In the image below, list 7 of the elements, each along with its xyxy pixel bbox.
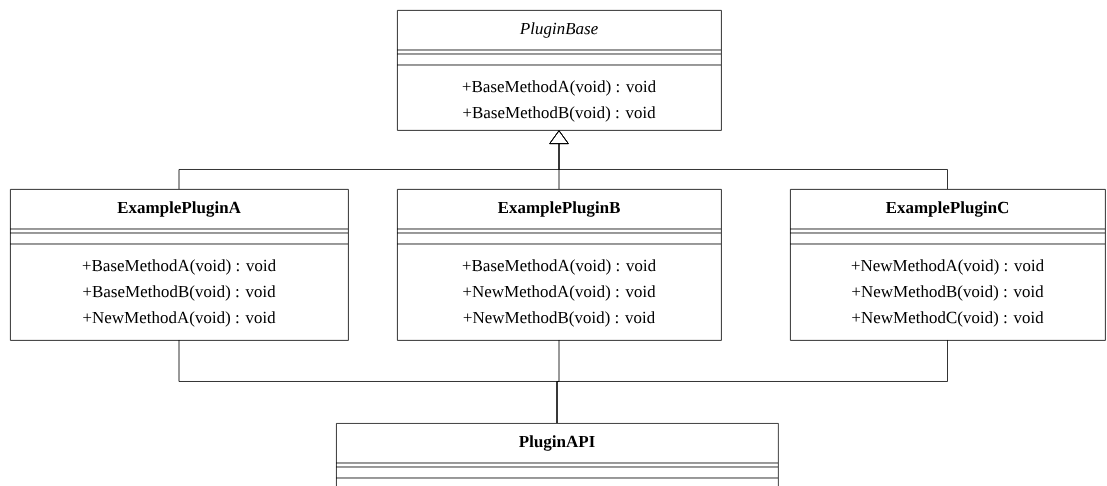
association-line [556,339,948,424]
class-box: PluginAPI [335,423,779,486]
class-box: ExamplePluginA +BaseMethodA(void) : void +BaseMethodB(void) : void +NewMethodA(void) : void [9,189,349,341]
class-box: PluginBase +BaseMethodA(void) : void +BaseMethodB(void) : void [396,10,722,131]
generalization-arrow [549,130,948,190]
class-box: ExamplePluginC +NewMethodA(void) : void +NewMethodB(void) : void +NewMethodC(void) : void [789,189,1106,341]
class-box: ExamplePluginB +BaseMethodA(void) : void +NewMethodA(void) : void +NewMethodB(void) : void [396,189,722,341]
